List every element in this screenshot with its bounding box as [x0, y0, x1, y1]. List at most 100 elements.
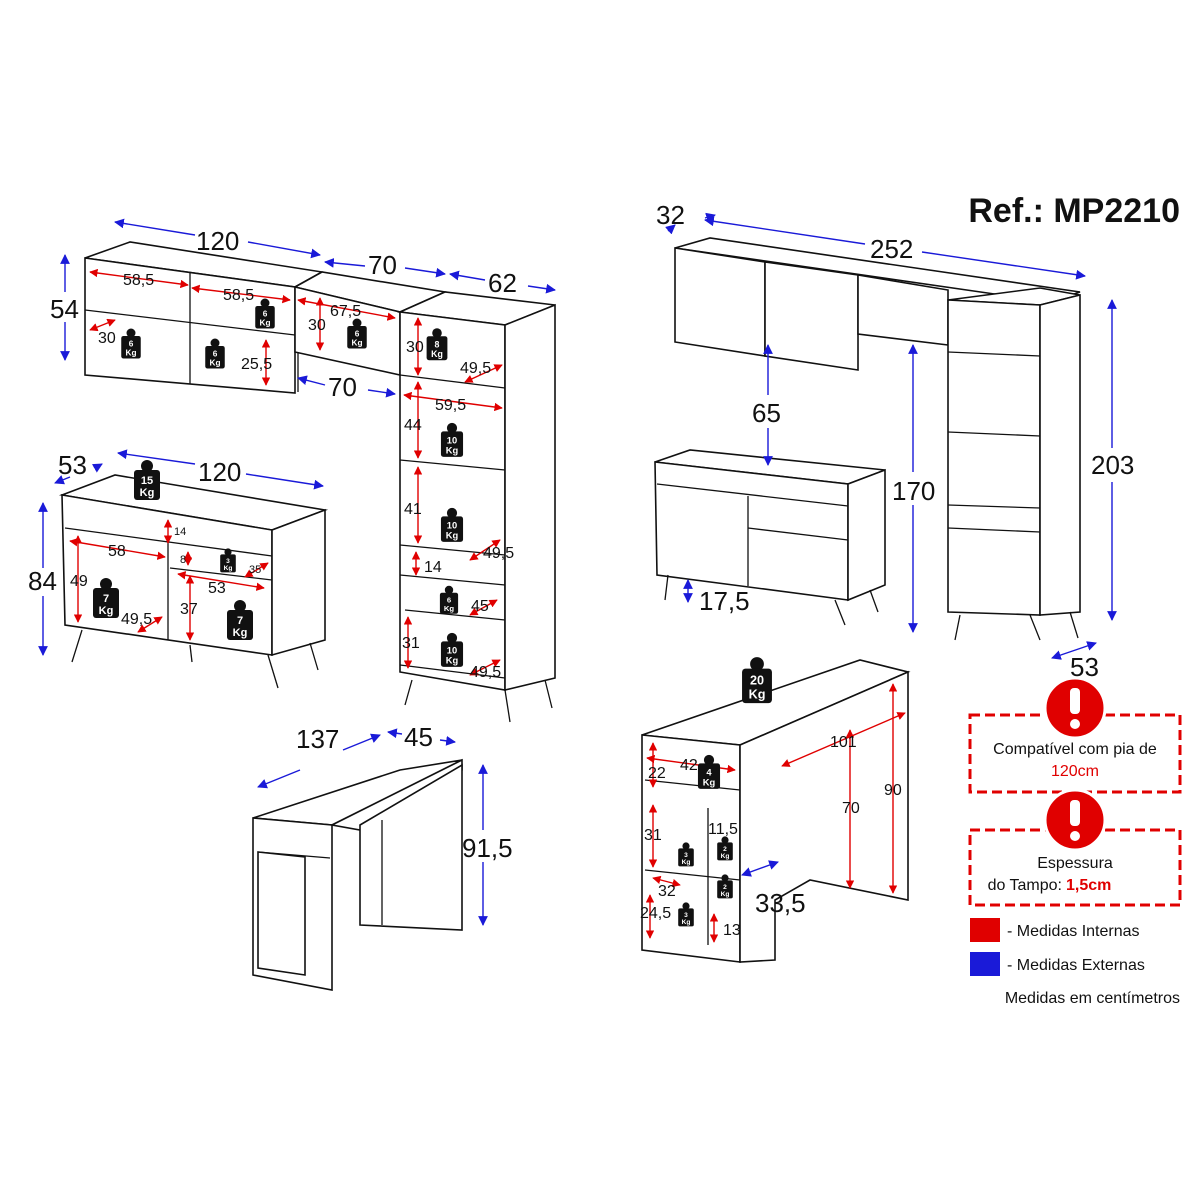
weight-unit: Kg	[444, 604, 455, 613]
weight-value: 6	[263, 310, 268, 319]
weight-value: 10	[447, 520, 457, 530]
dim-label: 30	[308, 317, 326, 334]
weight-value: 6	[213, 350, 218, 359]
dim-label: 42	[680, 757, 698, 774]
weight-value: 8	[435, 339, 440, 349]
dim-label: 32	[658, 883, 676, 900]
weight-unit: Kg	[260, 319, 271, 328]
dim-label: 32	[656, 200, 685, 230]
weight-unit: Kg	[446, 531, 459, 541]
dim-label: 90	[884, 782, 902, 799]
dim-label: 101	[830, 734, 857, 751]
weight-value: 10	[447, 645, 457, 655]
weight-badge: 3Kg	[678, 842, 694, 867]
dim-label: 58,5	[223, 287, 254, 304]
weight-value: 2	[723, 846, 727, 853]
weight-value: 10	[447, 435, 457, 445]
weight-value: 6	[355, 330, 360, 339]
weight-badge: 6Kg	[347, 318, 367, 349]
weight-unit: Kg	[703, 778, 716, 788]
dim-label: 120	[198, 457, 241, 487]
weight-unit: Kg	[446, 656, 459, 666]
dim-label: 25,5	[241, 356, 272, 373]
dim-label: 35	[249, 564, 261, 576]
weight-unit: Kg	[140, 487, 155, 499]
dim-label: 49	[70, 573, 88, 590]
dim-label: 45	[471, 598, 489, 615]
weight-badge: 3Kg	[220, 548, 236, 573]
dim-label: 252	[870, 234, 913, 264]
dim-label: 91,5	[462, 833, 513, 863]
weight-value: 6	[447, 596, 451, 605]
dim-label: 120	[196, 226, 239, 256]
weight-unit: Kg	[721, 891, 730, 898]
dim-label: 24,5	[640, 905, 671, 922]
weight-value: 3	[684, 912, 688, 919]
dim-label: 58	[108, 543, 126, 560]
dim-label: 14	[174, 526, 186, 538]
dim-label: 17,5	[699, 586, 750, 616]
dim-label: 30	[98, 330, 116, 347]
dim-label: 62	[488, 268, 517, 298]
weight-value: 4	[706, 767, 712, 777]
dim-label: 53	[208, 580, 226, 597]
weight-unit: Kg	[99, 605, 114, 617]
weight-unit: Kg	[126, 349, 137, 358]
dim-label: 22	[648, 765, 666, 782]
weight-unit: Kg	[352, 339, 363, 348]
weight-badge: 3Kg	[678, 902, 694, 927]
weight-unit: Kg	[682, 859, 691, 866]
dim-label: 33,5	[755, 888, 806, 918]
legend-internal: - Medidas Internas	[1007, 923, 1140, 940]
dim-label: 84	[28, 566, 57, 596]
weight-unit: Kg	[446, 446, 459, 456]
external-dimension-arrows	[38, 212, 1117, 926]
sink-compatibility-note: Compatível com pia de 120cm	[968, 676, 1182, 794]
legend-external: - Medidas Externas	[1007, 957, 1145, 974]
weight-value: 20	[750, 674, 764, 688]
weight-badge: 6Kg	[439, 585, 459, 614]
weight-badge: 7Kg	[93, 578, 119, 618]
dim-label: 67,5	[330, 303, 361, 320]
weight-badge: 6Kg	[121, 328, 141, 359]
weight-unit: Kg	[233, 627, 248, 639]
dim-label: 70	[368, 250, 397, 280]
dim-label: 45	[404, 722, 433, 752]
dim-label: 49,5	[470, 664, 501, 681]
dim-label: 31	[644, 827, 662, 844]
dim-label: 14	[424, 559, 442, 576]
dim-label: 30	[406, 339, 424, 356]
dim-label: 53	[58, 450, 87, 480]
internal-swatch	[970, 918, 1000, 942]
island-left-drawing	[252, 758, 463, 991]
weight-value: 2	[723, 884, 727, 891]
dim-label: 8	[180, 554, 186, 566]
dim-label: 49,5	[121, 611, 152, 628]
dim-label: 65	[752, 398, 781, 428]
dim-label: 49,5	[483, 545, 514, 562]
note-text: Compatível com pia de	[993, 741, 1157, 758]
dim-label: 59,5	[435, 397, 466, 414]
weight-badge: 6Kg	[205, 338, 225, 369]
weight-unit: Kg	[224, 565, 233, 572]
internal-dimension-labels: 58,5 58,5 67,5 30 30 25,5 30 49,5 59,5 4…	[70, 272, 902, 939]
dim-label: 203	[1091, 450, 1134, 480]
dim-label: 31	[402, 635, 420, 652]
weight-unit: Kg	[749, 688, 766, 702]
weight-value: 3	[226, 558, 230, 565]
external-dimension-labels: 120 70 62 54 70 53 120 84 137 45 91,5 32…	[28, 200, 1134, 918]
dim-label: 70	[328, 372, 357, 402]
dim-label: 41	[404, 501, 422, 518]
weight-value: 7	[103, 593, 109, 605]
weight-value: 6	[129, 340, 134, 349]
internal-dimension-arrows	[69, 268, 906, 943]
dim-label: 70	[842, 800, 860, 817]
units-note: Medidas em centímetros	[1005, 990, 1180, 1007]
dim-label: 13	[723, 922, 741, 939]
weight-value: 3	[684, 852, 688, 859]
